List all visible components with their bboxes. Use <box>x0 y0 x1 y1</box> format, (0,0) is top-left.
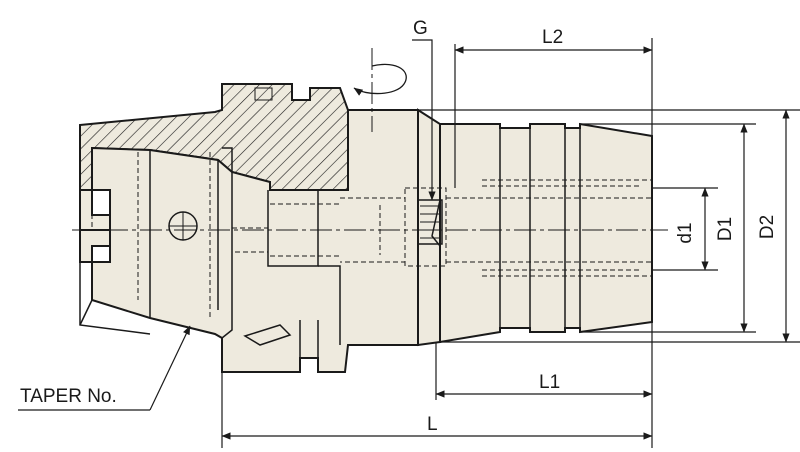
labels: G L2 L1 L d1 D1 D2 TAPER No. <box>20 18 778 435</box>
rotation-arrow-icon <box>353 48 407 132</box>
taper-shank-lower-2 <box>79 229 111 263</box>
neck <box>417 108 441 347</box>
taper-leader <box>149 325 191 411</box>
label-g: G <box>413 18 428 39</box>
taper-shank-lower <box>79 189 111 231</box>
label-taper: TAPER No. <box>20 386 117 407</box>
dimensions <box>18 38 800 448</box>
label-l1: L1 <box>539 372 560 393</box>
g-leader <box>412 39 436 201</box>
label-d1: d1 <box>675 222 696 243</box>
label-l2: L2 <box>542 27 563 48</box>
label-l: L <box>427 414 438 435</box>
collet-nose <box>439 122 653 344</box>
label-big-d1: D1 <box>715 217 736 241</box>
label-d2: D2 <box>757 215 778 239</box>
cross-hole <box>168 211 198 241</box>
holder-body <box>79 83 653 373</box>
